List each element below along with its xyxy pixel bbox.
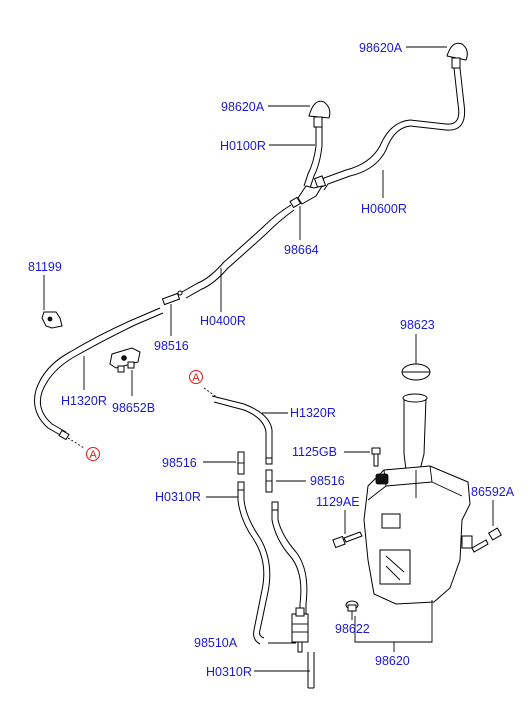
label-cap-98623: 98623: [400, 318, 435, 332]
label-hose-h0400r: H0400R: [200, 314, 246, 328]
hose-h0600r: [319, 67, 460, 187]
label-hose-h0310r-upper: H0310R: [155, 490, 201, 504]
label-bolt-1129ae: 1129AE: [316, 495, 360, 509]
label-bolt-86592a: 86592A: [471, 485, 515, 499]
bolt-86592a-icon: [471, 527, 503, 553]
hose-h1320r-lower: [211, 395, 273, 458]
label-hose-h1320r-upper: H1320R: [61, 394, 107, 408]
hose-h0310r-lower: [271, 504, 302, 620]
grommet-98622-icon: [345, 600, 359, 612]
label-bolt-1125gb: 1125GB: [292, 445, 337, 459]
label-connector-98516-left: 98516: [162, 456, 197, 470]
label-nozzle-left: 98620A: [221, 100, 265, 114]
ref-marker-a-left: A: [86, 447, 100, 461]
label-connector-98516-right: 98516: [310, 474, 345, 488]
pump-98510a-icon: [291, 607, 309, 653]
reservoir-98620-icon: [363, 393, 473, 605]
upper-hose-assembly: [34, 42, 468, 449]
nozzle-right-icon: [446, 42, 468, 69]
nozzle-left-icon: [308, 100, 331, 128]
hose-h0400r: [181, 204, 292, 293]
hose-h0310r-upper: [237, 486, 265, 645]
ref-marker-a-center: A: [189, 370, 203, 384]
cap-98623-icon: [401, 363, 431, 381]
connector-98516-left-icon: [237, 451, 245, 475]
label-valve-98652b: 98652B: [112, 401, 155, 415]
label-hose-h0310r-lower: H0310R: [206, 665, 252, 679]
bolt-1125gb-icon: [371, 447, 381, 467]
part-labels: 98620A 98620A H0100R H0600R 98664 81199 …: [28, 41, 515, 679]
label-nozzle-right: 98620A: [359, 41, 403, 55]
label-connector-98664: 98664: [284, 243, 319, 257]
label-grommet-81199: 81199: [28, 260, 62, 274]
svg-text:A: A: [89, 449, 97, 461]
label-reservoir-98620: 98620: [375, 654, 410, 668]
hose-h1320r-upper: [34, 307, 161, 437]
label-hose-h0600r: H0600R: [361, 202, 407, 216]
connector-98664-icon: [289, 185, 324, 209]
label-hose-h0100r: H0100R: [220, 139, 266, 153]
lower-hose-assembly: [203, 387, 315, 689]
label-grommet-98622: 98622: [335, 622, 370, 636]
label-pump-98510a: 98510A: [194, 636, 238, 650]
valve-98652b-icon: [109, 347, 141, 373]
bolt-1129ae-icon: [332, 531, 363, 549]
label-hose-h1320r-lower: H1320R: [290, 406, 336, 420]
connector-98516-upper-icon: [161, 290, 183, 306]
leader-lines: [43, 46, 494, 672]
connector-98516-right-icon: [265, 469, 273, 493]
grommet-81199-icon: [41, 311, 63, 329]
svg-text:A: A: [192, 372, 200, 384]
label-connector-98516-upper: 98516: [154, 339, 189, 353]
hose-h0100r: [303, 127, 317, 187]
